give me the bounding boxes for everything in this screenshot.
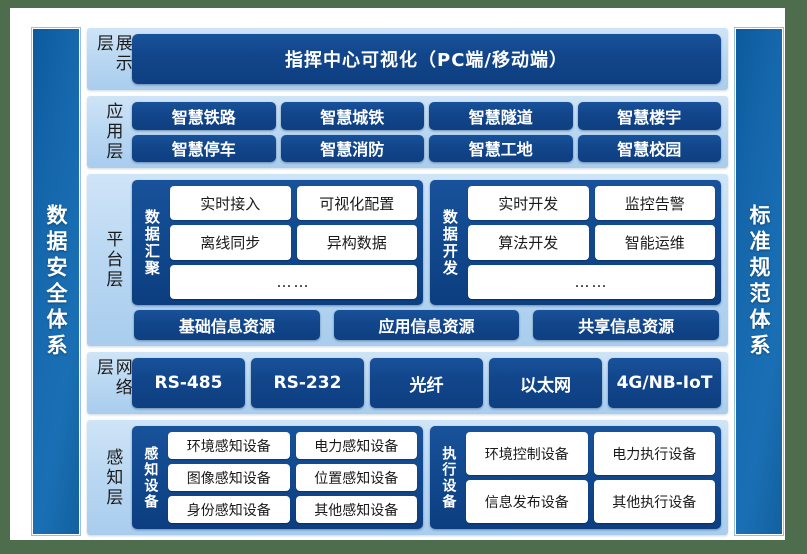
layer-perception-label: 感知层 xyxy=(94,426,132,529)
tile-realtime-ingestion[interactable]: 实时接入 xyxy=(170,186,291,221)
layer-presentation: 展示层 指挥中心可视化（PC端/移动端） xyxy=(87,28,728,90)
tile-heterogeneous-data[interactable]: 异构数据 xyxy=(296,225,417,260)
module-sensing-devices-title: 感知设备 xyxy=(138,432,162,523)
layer-perception: 感知层 感知设备 环境感知设备 电力感知设备 xyxy=(87,420,728,535)
layer-application-label-text: 应用层 xyxy=(102,102,123,162)
app-chip-smart-construction-site[interactable]: 智慧工地 xyxy=(429,134,573,162)
application-row-2: 智慧停车 智慧消防 智慧工地 智慧校园 xyxy=(132,134,721,162)
network-chip-rs232[interactable]: RS-232 xyxy=(251,358,364,408)
tile-realtime-development[interactable]: 实时开发 xyxy=(468,186,589,221)
layer-application: 应用层 智慧铁路 智慧城铁 智慧隧道 智慧楼宇 智慧停车 智慧消防 智慧工地 智… xyxy=(87,96,728,168)
resource-chip-shared-information[interactable]: 共享信息资源 xyxy=(533,310,720,340)
module-data-aggregation-title: 数据汇聚 xyxy=(138,186,164,299)
platform-modules: 数据汇聚 实时接入 可视化配置 离线同步 异构数据 xyxy=(132,180,721,305)
tile-environment-control-device[interactable]: 环境控制设备 xyxy=(466,432,588,475)
layer-stack: 展示层 指挥中心可视化（PC端/移动端） 应用层 智慧铁路 智慧城铁 智慧隧道 … xyxy=(87,16,728,548)
layer-presentation-label: 展示层 xyxy=(93,34,132,84)
network-chip-ethernet[interactable]: 以太网 xyxy=(489,358,602,408)
tile-identity-sensing-device[interactable]: 身份感知设备 xyxy=(168,496,290,523)
layer-perception-label-text: 感知层 xyxy=(102,447,123,508)
resource-chip-basic-information[interactable]: 基础信息资源 xyxy=(134,310,320,340)
tile-visual-configuration[interactable]: 可视化配置 xyxy=(296,186,417,221)
development-row-1: 实时开发 监控告警 xyxy=(468,186,715,221)
right-pillar-standards: 标准规范体系 xyxy=(735,28,783,535)
actuator-row-2: 信息发布设备 其他执行设备 xyxy=(466,480,715,523)
aggregation-row-3: …… xyxy=(170,264,417,299)
app-chip-smart-railway[interactable]: 智慧铁路 xyxy=(132,102,276,130)
diagram-inner: 数据安全体系 展示层 指挥中心可视化（PC端/移动端） 应用层 xyxy=(20,16,795,548)
module-actuator-devices-title: 执行设备 xyxy=(436,432,460,523)
tile-aggregation-ellipsis[interactable]: …… xyxy=(170,264,417,299)
app-chip-smart-firefighting[interactable]: 智慧消防 xyxy=(280,134,424,162)
layer-platform-label-text: 平台层 xyxy=(102,230,123,290)
layer-network-label-text: 网络层 xyxy=(93,358,132,398)
network-chip-4g-nbiot[interactable]: 4G/NB-IoT xyxy=(608,358,721,408)
tile-other-sensing-device[interactable]: 其他感知设备 xyxy=(295,496,417,523)
tile-power-actuator-device[interactable]: 电力执行设备 xyxy=(593,432,715,475)
app-chip-smart-campus[interactable]: 智慧校园 xyxy=(577,134,721,162)
layer-network-label: 网络层 xyxy=(93,358,132,408)
tile-monitoring-alarm[interactable]: 监控告警 xyxy=(594,186,715,221)
layer-perception-body: 感知设备 环境感知设备 电力感知设备 图像感知设备 位置感知设备 xyxy=(132,426,721,529)
resource-chip-application-information[interactable]: 应用信息资源 xyxy=(333,310,520,340)
layer-platform-body: 数据汇聚 实时接入 可视化配置 离线同步 异构数据 xyxy=(132,180,721,340)
left-pillar-data-security: 数据安全体系 xyxy=(32,28,80,535)
network-chip-rs485[interactable]: RS-485 xyxy=(132,358,245,408)
aggregation-row-2: 离线同步 异构数据 xyxy=(170,225,417,260)
layer-platform: 平台层 数据汇聚 实时接入 可视化配置 xyxy=(87,174,728,346)
tile-offline-sync[interactable]: 离线同步 xyxy=(170,225,291,260)
layer-application-body: 智慧铁路 智慧城铁 智慧隧道 智慧楼宇 智慧停车 智慧消防 智慧工地 智慧校园 xyxy=(132,102,721,162)
tile-development-ellipsis[interactable]: …… xyxy=(468,264,715,299)
app-chip-smart-parking[interactable]: 智慧停车 xyxy=(132,134,276,162)
sensing-row-1: 环境感知设备 电力感知设备 xyxy=(168,432,417,459)
application-row-1: 智慧铁路 智慧城铁 智慧隧道 智慧楼宇 xyxy=(132,102,721,130)
development-row-2: 算法开发 智能运维 xyxy=(468,225,715,260)
left-pillar-label: 数据安全体系 xyxy=(44,203,69,360)
development-row-3: …… xyxy=(468,264,715,299)
module-actuator-devices-grid: 环境控制设备 电力执行设备 信息发布设备 其他执行设备 xyxy=(466,432,715,523)
layer-presentation-label-text: 展示层 xyxy=(93,34,132,74)
module-actuator-devices: 执行设备 环境控制设备 电力执行设备 信息发布设备 其他执行设备 xyxy=(430,426,721,529)
right-pillar-label: 标准规范体系 xyxy=(747,203,772,360)
layer-network-body: RS-485 RS-232 光纤 以太网 4G/NB-IoT xyxy=(132,358,721,408)
aggregation-row-1: 实时接入 可视化配置 xyxy=(170,186,417,221)
app-chip-smart-building[interactable]: 智慧楼宇 xyxy=(577,102,721,130)
platform-resources: 基础信息资源 应用信息资源 共享信息资源 xyxy=(132,310,721,340)
app-chip-smart-urban-rail[interactable]: 智慧城铁 xyxy=(280,102,424,130)
sensing-row-3: 身份感知设备 其他感知设备 xyxy=(168,496,417,523)
layer-presentation-body: 指挥中心可视化（PC端/移动端） xyxy=(132,34,721,84)
module-data-development-title-text: 数据开发 xyxy=(440,208,459,277)
tile-other-actuator-device[interactable]: 其他执行设备 xyxy=(593,480,715,523)
perception-modules: 感知设备 环境感知设备 电力感知设备 图像感知设备 位置感知设备 xyxy=(132,426,721,529)
module-sensing-devices-title-text: 感知设备 xyxy=(142,445,159,510)
tile-image-sensing-device[interactable]: 图像感知设备 xyxy=(168,464,290,491)
tile-environment-sensing-device[interactable]: 环境感知设备 xyxy=(168,432,290,459)
module-data-aggregation-title-text: 数据汇聚 xyxy=(142,208,161,277)
sensing-row-2: 图像感知设备 位置感知设备 xyxy=(168,464,417,491)
tile-information-release-device[interactable]: 信息发布设备 xyxy=(466,480,588,523)
module-actuator-devices-title-text: 执行设备 xyxy=(440,445,457,510)
module-data-development-title: 数据开发 xyxy=(436,186,462,299)
module-data-development-grid: 实时开发 监控告警 算法开发 智能运维 …… xyxy=(468,186,715,299)
app-chip-smart-tunnel[interactable]: 智慧隧道 xyxy=(429,102,573,130)
module-sensing-devices: 感知设备 环境感知设备 电力感知设备 图像感知设备 位置感知设备 xyxy=(132,426,423,529)
tile-algorithm-development[interactable]: 算法开发 xyxy=(468,225,589,260)
tile-power-sensing-device[interactable]: 电力感知设备 xyxy=(295,432,417,459)
module-data-development: 数据开发 实时开发 监控告警 算法开发 智能运维 xyxy=(430,180,721,305)
module-data-aggregation-grid: 实时接入 可视化配置 离线同步 异构数据 …… xyxy=(170,186,417,299)
layer-network: 网络层 RS-485 RS-232 光纤 以太网 4G/NB-IoT xyxy=(87,352,728,414)
tile-intelligent-operations[interactable]: 智能运维 xyxy=(594,225,715,260)
network-items-row: RS-485 RS-232 光纤 以太网 4G/NB-IoT xyxy=(132,358,721,408)
module-data-aggregation: 数据汇聚 实时接入 可视化配置 离线同步 异构数据 xyxy=(132,180,423,305)
actuator-row-1: 环境控制设备 电力执行设备 xyxy=(466,432,715,475)
command-center-banner[interactable]: 指挥中心可视化（PC端/移动端） xyxy=(132,34,721,84)
tile-position-sensing-device[interactable]: 位置感知设备 xyxy=(295,464,417,491)
layer-platform-label: 平台层 xyxy=(94,180,132,340)
network-chip-fiber-optic[interactable]: 光纤 xyxy=(370,358,483,408)
layer-application-label: 应用层 xyxy=(94,102,132,162)
module-sensing-devices-grid: 环境感知设备 电力感知设备 图像感知设备 位置感知设备 身份感知设备 其他感知设… xyxy=(168,432,417,523)
